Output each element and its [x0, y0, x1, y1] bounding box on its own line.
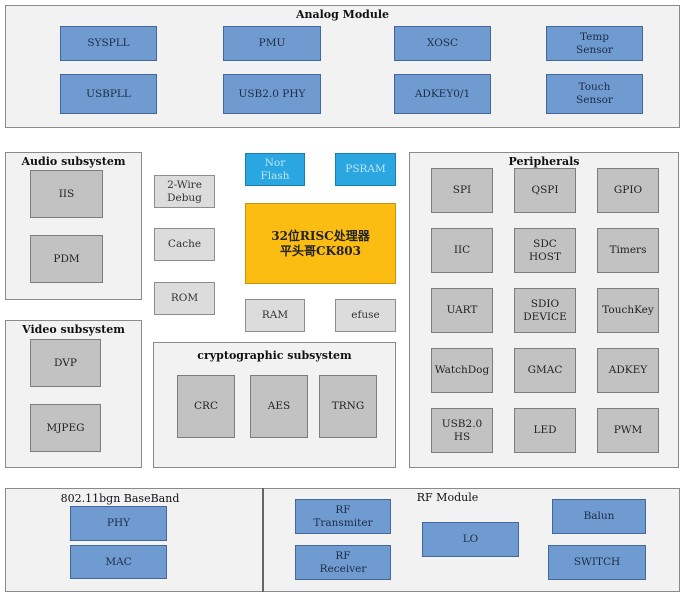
crypto-title: cryptographic subsystem [197, 349, 352, 362]
peripheral-block: LED [514, 408, 576, 453]
block-crc: CRC [177, 375, 235, 438]
block-psram: PSRAM [335, 153, 396, 186]
block-rf-receiver: RF Receiver [295, 545, 391, 580]
block-nor-flash: Nor Flash [245, 153, 305, 186]
block-2wire-debug: 2-Wire Debug [154, 175, 215, 208]
block-touch-sensor: Touch Sensor [546, 74, 643, 114]
peripheral-block: SPI [431, 168, 493, 213]
peripheral-block: ADKEY [597, 348, 659, 393]
block-dvp: DVP [30, 339, 101, 387]
peripheral-block: QSPI [514, 168, 576, 213]
block-usb-phy: USB2.0 PHY [223, 74, 321, 114]
block-trng: TRNG [319, 375, 377, 438]
block-pmu: PMU [223, 26, 321, 61]
peripheral-block: USB2.0 HS [431, 408, 493, 453]
block-temp-sensor: Temp Sensor [546, 26, 643, 61]
block-xosc: XOSC [394, 26, 491, 61]
block-mjpeg: MJPEG [30, 404, 101, 452]
baseband-title: 802.11bgn BaseBand [60, 492, 180, 505]
block-ram: RAM [245, 299, 305, 332]
block-rom: ROM [154, 282, 215, 315]
peripheral-block: UART [431, 288, 493, 333]
peripheral-block: GPIO [597, 168, 659, 213]
block-iis: IIS [30, 170, 103, 218]
block-adkey01: ADKEY0/1 [394, 74, 491, 114]
block-cache: Cache [154, 228, 215, 261]
block-balun: Balun [552, 499, 646, 534]
peripheral-block: SDC HOST [514, 228, 576, 273]
peripheral-block: Timers [597, 228, 659, 273]
peripheral-block: WatchDog [431, 348, 493, 393]
divider [262, 488, 264, 592]
peripheral-block: PWM [597, 408, 659, 453]
block-pdm: PDM [30, 235, 103, 283]
block-switch: SWITCH [548, 545, 646, 580]
rf-title: RF Module [416, 491, 479, 504]
block-efuse: efuse [335, 299, 396, 332]
peripheral-block: GMAC [514, 348, 576, 393]
video-title: Video subsystem [22, 323, 125, 336]
peripheral-block: SDIO DEVICE [514, 288, 576, 333]
audio-title: Audio subsystem [21, 155, 126, 168]
block-syspll: SYSPLL [60, 26, 157, 61]
block-phy: PHY [70, 506, 167, 541]
peripheral-block: TouchKey [597, 288, 659, 333]
peripherals-title: Peripherals [508, 155, 580, 168]
block-usbpll: USBPLL [60, 74, 157, 114]
analog-module-title: Analog Module [295, 8, 390, 21]
block-rf-transmitter: RF Transmiter [295, 499, 391, 534]
block-mac: MAC [70, 545, 167, 579]
block-aes: AES [250, 375, 308, 438]
peripheral-block: IIC [431, 228, 493, 273]
block-cpu: 32位RISC处理器 平头哥CK803 [245, 203, 396, 284]
block-lo: LO [422, 522, 519, 557]
